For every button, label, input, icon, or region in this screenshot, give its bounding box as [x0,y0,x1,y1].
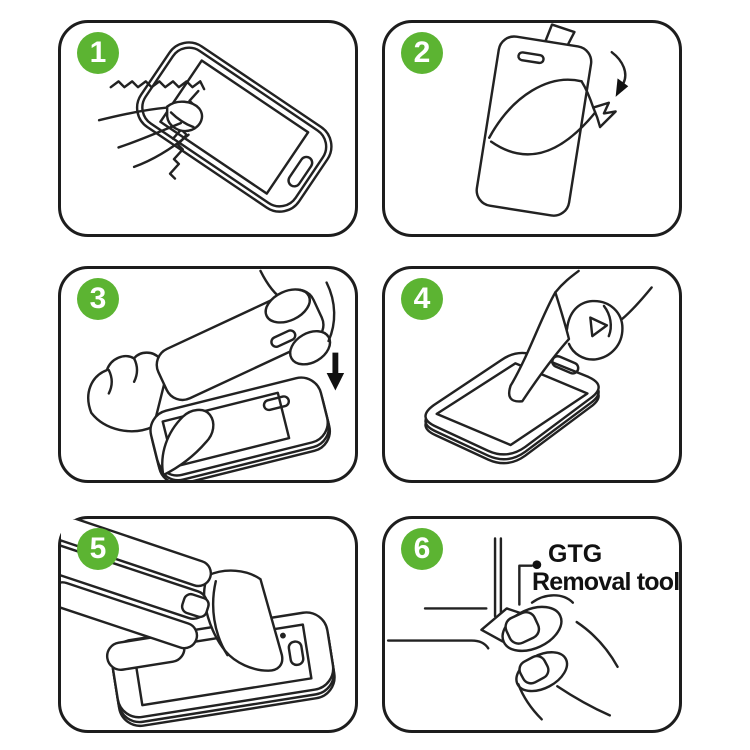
thumb-tip [288,329,332,366]
step-1-badge: 1 [77,32,119,74]
left-thumb [161,408,215,477]
speaker-slot [287,640,305,667]
phone-inner-edge [141,46,328,208]
label-leader-line [518,560,542,606]
speaker-slot [517,51,545,65]
wiping-hand [97,100,204,169]
step-3-number: 3 [89,282,107,315]
index-fingernail [518,654,550,685]
curved-arrow-down [610,50,629,97]
pressing-hand [507,269,653,403]
left-hand [87,351,169,433]
phone-body [424,351,600,456]
film-body [475,35,593,217]
step-4-illustration-press-screen [424,269,653,465]
step-4-number: 4 [413,282,431,315]
phone-outline [424,351,600,465]
step-2-badge: 2 [401,32,443,74]
glass-speaker-slot [270,329,297,348]
step-2-panel: 2 [382,20,682,237]
step-1-illustration-wipe-phone [97,41,333,213]
step-5-number: 5 [89,532,107,565]
leader-dot [532,560,542,570]
step-2-illustration-peel-film [475,23,629,217]
step-5-panel: 5 [58,516,358,733]
fingertip [264,288,311,324]
right-hand [259,269,336,366]
phone-outline [135,41,333,213]
fingernail [180,592,210,619]
phone-screen [159,59,310,195]
peel-corner-flag [592,101,617,129]
step-5-badge: 5 [77,528,119,570]
phone-screen [435,362,589,447]
removal-tool-label: Removal tool [532,568,680,596]
home-button [287,155,314,188]
gtg-label: GTG [548,540,603,568]
step-6-badge: 6 [401,528,443,570]
ring-finger [61,581,199,650]
phone-corner-lines [386,537,503,650]
step-6-number: 6 [413,532,431,565]
step-1-number: 1 [89,36,107,69]
thumbnail [504,610,541,645]
step-2-number: 2 [413,36,431,69]
index-finger [507,291,571,403]
step-1-panel: 1 [58,20,358,237]
peeling-layer [488,78,617,156]
step-3-panel: 3 [58,266,358,483]
step-6-panel: 6 GTG Removal tool [382,516,682,733]
step-4-badge: 4 [401,278,443,320]
removal-tool-hand [480,594,619,721]
phone-body [135,41,333,213]
fingernail [589,316,609,338]
speaker-slot [262,395,291,412]
step-4-panel: 4 [382,266,682,483]
step-3-illustration-align-glass [87,269,345,480]
step-6-illustration-removal-tool [386,537,619,721]
protector-film [475,23,593,217]
down-arrow [326,352,345,391]
step-3-badge: 3 [77,278,119,320]
camera-dot [280,632,286,639]
